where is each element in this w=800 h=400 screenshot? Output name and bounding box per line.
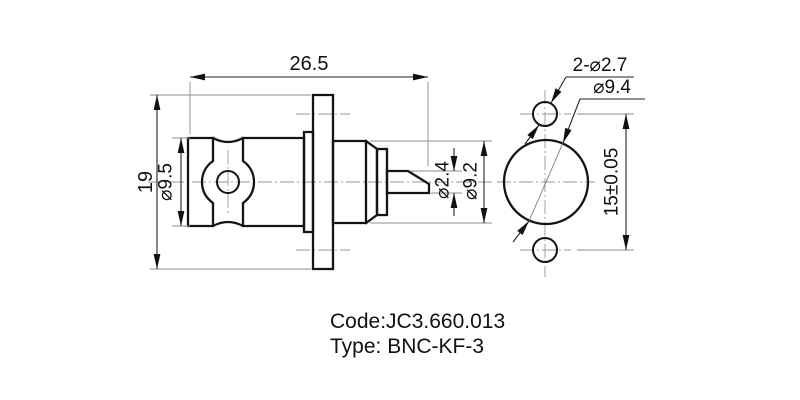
dim-overall-length: 26.5 — [189, 53, 429, 166]
leader-arrow — [562, 98, 581, 144]
flange-side-outline — [311, 93, 335, 271]
bayonet-slot-left-edge — [200, 136, 215, 228]
dim-mounting-holes-label: 2-⌀2.7 — [573, 55, 628, 76]
dim-flange-height: 19 — [135, 94, 311, 270]
dim-panel-cutout-label: ⌀9.4 — [593, 77, 631, 98]
part-type-text: Type: BNC-KF-3 — [330, 335, 484, 358]
dim-rear-body-diameter: ⌀9.2 — [370, 140, 492, 224]
center-contact-pin — [385, 169, 431, 195]
dim-contact-diameter: ⌀2.4 — [410, 148, 462, 216]
bayonet-slot-right-edge — [241, 136, 256, 228]
dim-panel-cutout: ⌀9.4 — [512, 77, 645, 243]
dim-contact-diameter-label: ⌀2.4 — [433, 161, 454, 199]
dim-hole-spacing-label: 15±0.05 — [602, 148, 623, 217]
mounting-hole-top-circle — [532, 101, 558, 127]
part-code-text: Code:JC3.660.013 — [330, 310, 505, 333]
dim-body-diameter-label: ⌀9.5 — [156, 163, 177, 201]
leader-arrow — [524, 124, 540, 145]
leader-arrow — [550, 76, 567, 104]
front-view: 2-⌀2.7 ⌀9.4 15±0.05 — [497, 55, 645, 277]
diameter-line — [528, 142, 564, 222]
mounting-hole-bottom-circle — [532, 237, 558, 263]
bayonet-stud-circle — [216, 170, 240, 194]
dim-mounting-holes: 2-⌀2.7 — [524, 55, 634, 145]
dim-flange-height-label: 19 — [135, 171, 157, 193]
leader-arrow — [512, 220, 530, 243]
dim-overall-length-label: 26.5 — [290, 53, 329, 75]
title-block: Code:JC3.660.013 Type: BNC-KF-3 — [330, 310, 505, 358]
panel-cutout-circle — [502, 138, 590, 226]
dim-body-diameter: ⌀9.5 — [156, 137, 190, 227]
dim-rear-body-diameter-label: ⌀9.2 — [461, 162, 482, 200]
side-view: 26.5 19 ⌀9.5 ⌀2.4 ⌀9. — [135, 53, 492, 271]
dim-hole-spacing: 15±0.05 — [577, 113, 634, 251]
